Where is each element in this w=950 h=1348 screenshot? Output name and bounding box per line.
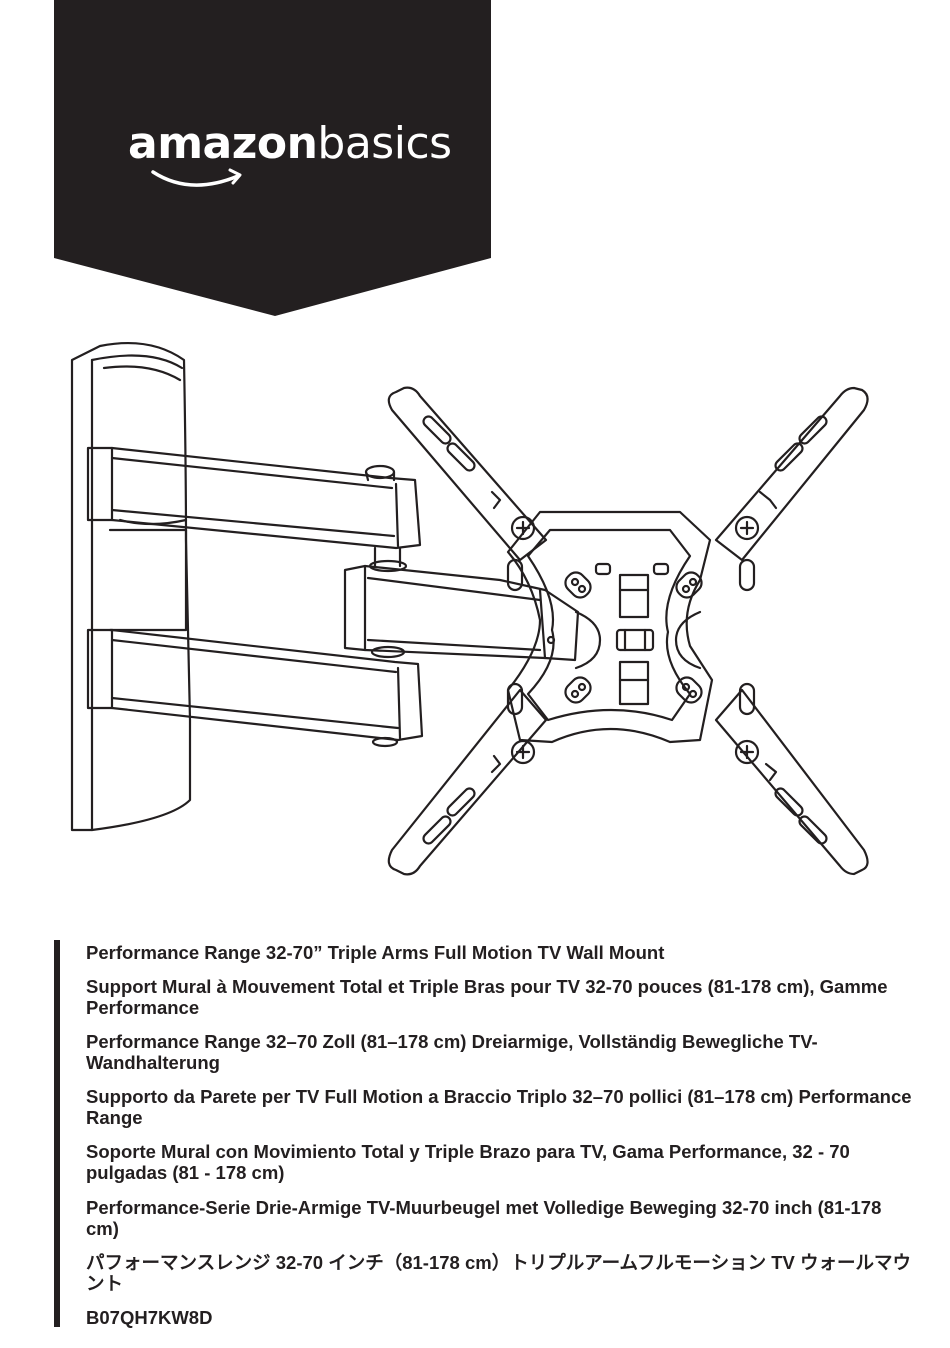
title-nl: Performance-Serie Drie-Armige TV-Muurbeu… — [86, 1197, 882, 1239]
product-titles: Performance Range 32-70” Triple Arms Ful… — [54, 940, 920, 1328]
upper-right-arm — [714, 386, 869, 592]
logo-amazon: amazon — [128, 118, 318, 169]
title-fr: Support Mural à Mouvement Total et Tripl… — [86, 976, 888, 1018]
title-it: Supporto da Parete per TV Full Motion a … — [86, 1086, 912, 1128]
title-en: Performance Range 32-70” Triple Arms Ful… — [86, 942, 665, 963]
model-number: B07QH7KW8D — [86, 1307, 213, 1328]
lower-right-arm — [714, 682, 869, 876]
lower-left-arm — [387, 682, 548, 876]
title-ja: パフォーマンスレンジ 32-70 インチ（81-178 cm）トリプルアームフル… — [86, 1252, 911, 1294]
title-es: Soporte Mural con Movimiento Total y Tri… — [86, 1141, 850, 1183]
tv-wall-mount-illustration — [70, 341, 869, 876]
amazon-smile-icon — [151, 170, 240, 187]
title-de: Performance Range 32–70 Zoll (81–178 cm)… — [86, 1031, 818, 1073]
banner-shape — [54, 0, 491, 316]
brand-logo: amazonbasics — [128, 122, 452, 166]
logo-basics: basics — [317, 118, 452, 169]
upper-left-arm — [387, 386, 548, 592]
brand-banner: amazonbasics — [0, 0, 950, 320]
